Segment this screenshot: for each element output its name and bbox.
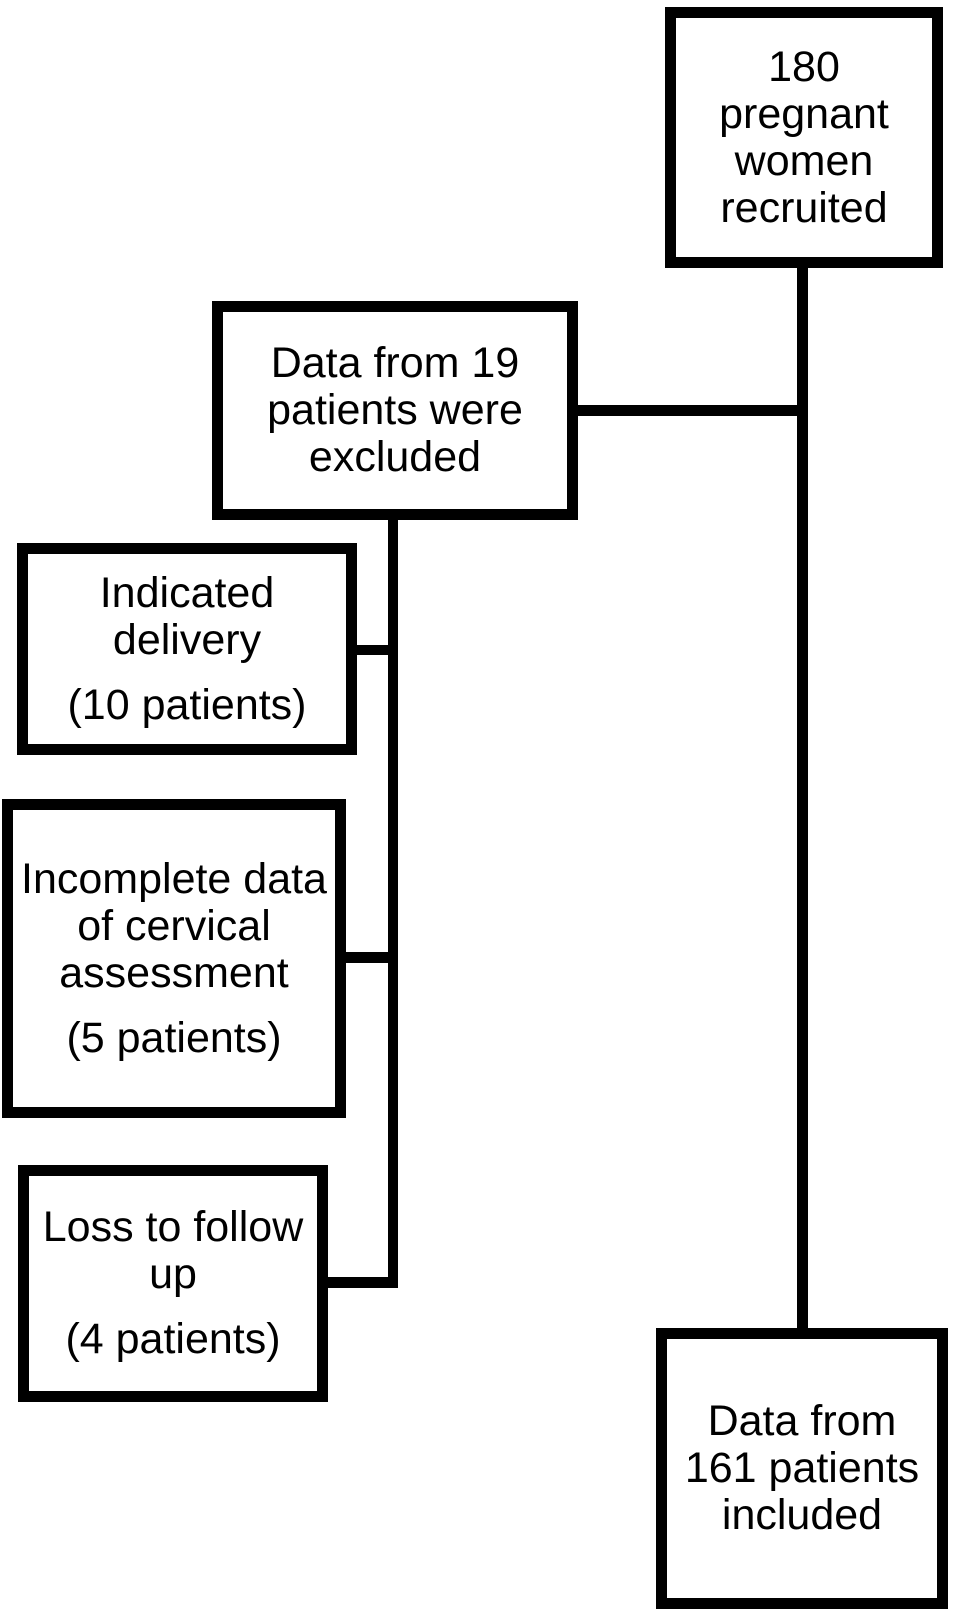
box-loss-to-follow-up-text: Loss to follow up (42, 1203, 304, 1298)
box-incomplete-data-text: Incomplete data of cervical assessment (21, 854, 327, 997)
box-included: Data from 161 patients included (656, 1328, 948, 1609)
connector-loss-to-follow-up (326, 1277, 398, 1288)
box-excluded: Data from 19 patients were excluded (212, 301, 578, 520)
box-indicated-delivery-text: Indicated delivery (99, 568, 275, 664)
connector-incomplete-data (344, 952, 398, 963)
box-incomplete-data-count: (5 patients) (66, 1013, 282, 1062)
box-recruited-text: 180 pregnant women recruited (719, 42, 889, 232)
box-loss-to-follow-up: Loss to follow up (4 patients) (18, 1165, 328, 1402)
box-indicated-delivery: Indicated delivery (10 patients) (17, 543, 357, 755)
box-indicated-delivery-count: (10 patients) (67, 680, 307, 729)
connector-recruited-to-included (797, 266, 808, 1330)
box-loss-to-follow-up-count: (4 patients) (65, 1315, 281, 1363)
connector-indicated-delivery (355, 645, 393, 655)
box-excluded-text: Data from 19 patients were excluded (267, 339, 523, 481)
box-included-text: Data from 161 patients included (684, 1397, 920, 1539)
box-incomplete-data: Incomplete data of cervical assessment (… (2, 799, 346, 1118)
connector-excluded-to-main-line (576, 405, 808, 416)
connector-excluded-branch-line (388, 518, 398, 1288)
box-recruited: 180 pregnant women recruited (665, 7, 943, 268)
